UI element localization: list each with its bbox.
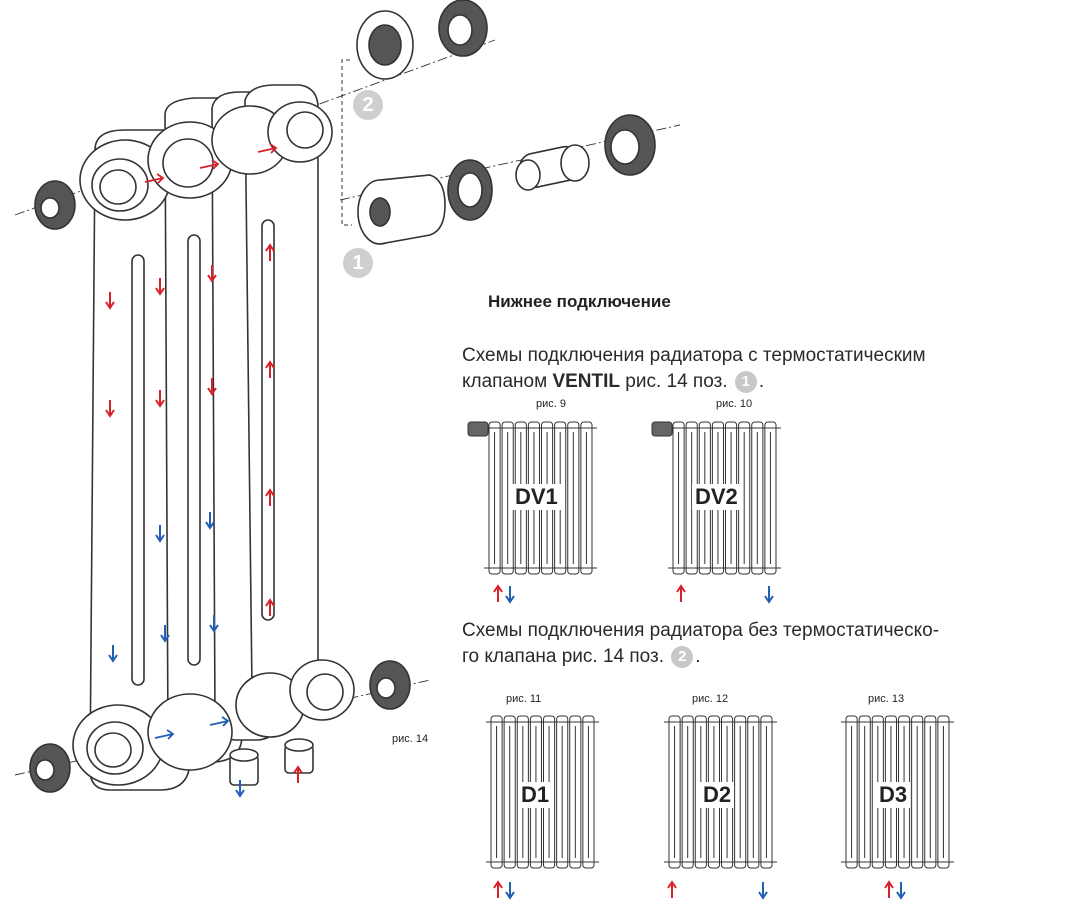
fig-11-label: рис. 11	[506, 693, 542, 705]
down-arrow-icon	[207, 265, 217, 283]
text-span: .	[758, 371, 765, 392]
scheme-d3-label: D3	[876, 782, 911, 808]
right-arrow-icon	[199, 159, 220, 170]
up-arrow-icon	[493, 880, 503, 898]
scheme-d2-label: D2	[700, 782, 735, 808]
valve-icon	[467, 421, 489, 437]
paragraph-line: Схемы подключения радиатора с термостати…	[462, 345, 926, 366]
scheme-d1-label: D1	[518, 782, 553, 808]
text-span: го клапана рис. 14 поз.	[462, 646, 670, 667]
up-arrow-icon	[293, 765, 303, 783]
scheme-radiator	[651, 421, 781, 575]
position-badge-inline: 1	[734, 370, 757, 393]
down-arrow-icon	[108, 645, 118, 663]
right-arrow-icon	[144, 173, 165, 184]
text-span: .	[695, 646, 701, 667]
brand-name: VENTIL	[552, 371, 620, 392]
plug-icon	[369, 660, 411, 710]
paragraph-with-valve: Схемы подключения радиатора с термостати…	[462, 343, 926, 395]
up-arrow-icon	[265, 360, 275, 378]
down-arrow-icon	[155, 390, 165, 408]
down-arrow-icon	[155, 525, 165, 543]
scheme-dv1-label: DV1	[512, 484, 561, 510]
down-arrow-icon	[505, 882, 515, 900]
paragraph-without-valve: Схемы подключения радиатора без термоста…	[462, 618, 939, 670]
scheme-radiators	[467, 421, 954, 900]
down-arrow-icon	[205, 512, 215, 530]
section-heading: Нижнее подключение	[488, 292, 671, 311]
up-arrow-icon	[884, 880, 894, 898]
valve-icon	[651, 421, 673, 437]
down-arrow-icon	[896, 882, 906, 900]
right-arrow-icon	[209, 716, 230, 727]
exploded-radiator	[14, 0, 681, 793]
flow-arrows	[105, 143, 303, 798]
down-arrow-icon	[764, 586, 774, 604]
down-arrow-icon	[155, 278, 165, 296]
fig-12-label: рис. 12	[692, 693, 729, 705]
down-arrow-icon	[105, 400, 115, 418]
paragraph-line: клапаном VENTIL рис. 14 поз. 1.	[462, 369, 926, 395]
text-span: рис. 14 поз.	[620, 371, 733, 392]
scheme-dv2-label: DV2	[692, 484, 741, 510]
up-arrow-icon	[667, 880, 677, 898]
down-arrow-icon	[235, 780, 245, 798]
plug-icon	[29, 743, 71, 793]
up-arrow-icon	[265, 598, 275, 616]
text-span: клапаном	[462, 371, 553, 392]
down-arrow-icon	[505, 586, 515, 604]
down-arrow-icon	[209, 615, 219, 633]
down-arrow-icon	[207, 378, 217, 396]
fig-10-label: рис. 10	[716, 398, 753, 410]
position-badge-2: 2	[353, 90, 383, 120]
up-arrow-icon	[265, 243, 275, 261]
plug-icon	[34, 180, 76, 230]
down-arrow-icon	[105, 292, 115, 310]
fig-13-label: рис. 13	[868, 693, 905, 705]
paragraph-line: го клапана рис. 14 поз. 2.	[462, 644, 939, 670]
down-arrow-icon	[758, 882, 768, 900]
paragraph-line: Схемы подключения радиатора без термоста…	[462, 620, 940, 641]
position-badge-1: 1	[343, 248, 373, 278]
up-arrow-icon	[265, 488, 275, 506]
right-arrow-icon	[154, 729, 175, 740]
up-arrow-icon	[676, 584, 686, 602]
position-badge-inline: 2	[671, 645, 694, 668]
fig-14-label: рис. 14	[392, 733, 429, 745]
up-arrow-icon	[493, 584, 503, 602]
fig-9-label: рис. 9	[536, 398, 566, 410]
right-arrow-icon	[257, 143, 278, 154]
down-arrow-icon	[160, 625, 170, 643]
valve-icon	[604, 114, 656, 176]
